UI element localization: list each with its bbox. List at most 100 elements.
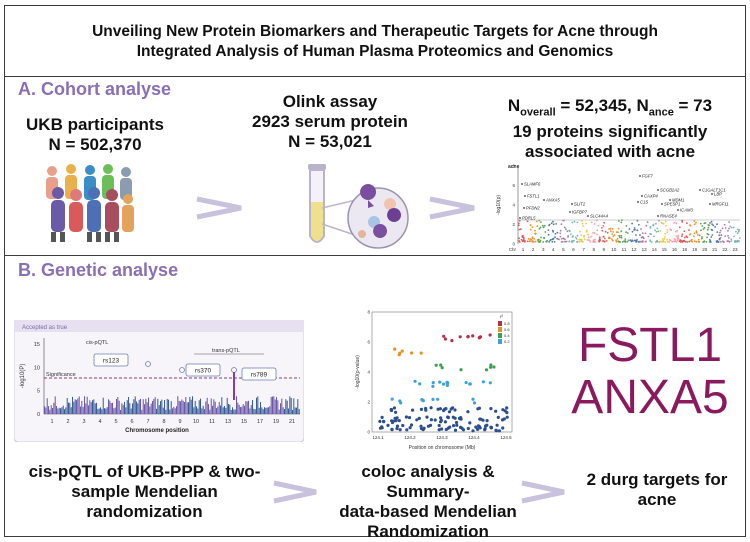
pqtl-bar [277, 400, 279, 414]
pqtl-bar [213, 399, 215, 414]
manhattan-chr-tick: 18 [682, 247, 688, 252]
manhattan-point [693, 240, 696, 243]
pqtl-bar [264, 407, 266, 414]
pqtl-bar [128, 397, 130, 414]
pqtl-bar [177, 396, 179, 414]
manhattan-point [728, 221, 730, 223]
coloc-snp-point [398, 351, 402, 355]
manhattan-point [613, 234, 616, 236]
manhattan-point [636, 219, 639, 222]
coloc-snp-point [464, 380, 468, 385]
pqtl-bar [154, 397, 156, 414]
pqtl-bar [180, 401, 182, 414]
pqtl-bar [74, 399, 76, 414]
pqtl-bar [194, 400, 196, 414]
coloc-y-tick: 4 [367, 370, 370, 375]
manhattan-point [631, 230, 634, 233]
coloc-snp-point [378, 426, 383, 430]
coloc-snp-point [422, 426, 426, 430]
pqtl-bar [274, 399, 276, 414]
manhattan-point [541, 224, 544, 227]
manhattan-point [535, 220, 538, 223]
manhattan-point [560, 237, 563, 240]
pqtl-bar [246, 401, 248, 414]
manhattan-point [592, 232, 594, 234]
manhattan-point [738, 240, 740, 242]
coloc-snp-point [431, 381, 435, 385]
manhattan-point [684, 236, 686, 239]
manhattan-point [675, 235, 678, 238]
manhattan-point [532, 241, 535, 243]
manhattan-point [664, 232, 666, 235]
pqtl-bar [96, 402, 98, 414]
pqtl-bar [134, 396, 136, 414]
coloc-xlabel: Position on chromosome (Mb) [409, 445, 476, 451]
pqtl-bar [84, 396, 86, 414]
manhattan-point [520, 228, 522, 231]
manhattan-point [727, 237, 730, 239]
manhattan-point [601, 227, 603, 229]
pqtl-bar [148, 397, 150, 414]
pqtl-y-tick: 10 [34, 365, 40, 371]
manhattan-point [695, 221, 697, 224]
manhattan-point [712, 224, 715, 227]
coloc-snp-point [418, 382, 422, 386]
coloc-snp-point [431, 384, 435, 388]
manhattan-point [604, 237, 606, 240]
pqtl-bar [244, 405, 246, 414]
coloc-snp-point [378, 419, 382, 423]
pqtl-y-tick: 0 [37, 412, 40, 418]
pqtl-bar [117, 397, 119, 414]
pqtl-bar [106, 407, 108, 414]
pqtl-bar [146, 402, 148, 414]
manhattan-point [552, 223, 555, 226]
manhattan-point [612, 235, 615, 237]
manhattan-protein-label: C1GALT1C1 [702, 188, 726, 193]
coloc-snp-point [411, 408, 415, 412]
coloc-snp-point [440, 427, 444, 431]
pqtl-bar [162, 407, 164, 414]
manhattan-point [548, 241, 550, 243]
pqtl-bar [138, 399, 140, 414]
target-fstl1: FSTL1 [577, 319, 723, 372]
manhattan-point [631, 239, 634, 242]
coloc-snp-point [492, 365, 496, 369]
pqtl-bar [193, 407, 195, 414]
manhattan-chr-tick: 20 [702, 247, 708, 252]
manhattan-point [576, 241, 578, 243]
coloc-x-tick: 124.3 [436, 435, 448, 440]
pqtl-xlabel: Chromosome position [125, 428, 189, 434]
manhattan-point [678, 226, 681, 229]
pqtl-x-tick: 7 [146, 419, 149, 425]
manhattan-hit [711, 193, 713, 195]
coloc-snp-point [494, 429, 498, 433]
manhattan-protein-label: CAXP4 [644, 194, 658, 199]
manhattan-chr-tick: 23 [732, 247, 738, 252]
manhattan-point [542, 241, 545, 243]
pqtl-bar [265, 407, 267, 414]
coloc-legend-label: 0.6 [504, 327, 510, 332]
step1-line3: randomization [86, 502, 203, 521]
manhattan-chr-tick: 9 [603, 247, 606, 252]
manhattan-hit [571, 203, 573, 205]
manhattan-y-tick: 4 [512, 203, 515, 208]
manhattan-point [624, 240, 626, 243]
manhattan-point [620, 221, 623, 224]
coloc-snp-point [440, 366, 444, 370]
manhattan-point [540, 236, 542, 239]
coloc-legend-swatch [498, 327, 502, 332]
manhattan-point [536, 225, 539, 228]
pqtl-bar [234, 409, 236, 414]
manhattan-point [597, 224, 600, 227]
manhattan-point [617, 227, 620, 230]
manhattan-point [602, 240, 604, 243]
pqtl-bar [209, 409, 211, 414]
coloc-x-tick: 124.5 [500, 435, 512, 440]
manhattan-point [651, 241, 653, 243]
pqtl-bar [156, 408, 158, 414]
coloc-snp-point [485, 419, 489, 423]
coloc-snp-point [437, 428, 441, 432]
manhattan-point [698, 234, 701, 237]
pqtl-bar [60, 408, 62, 414]
pqtl-bar [260, 402, 262, 414]
